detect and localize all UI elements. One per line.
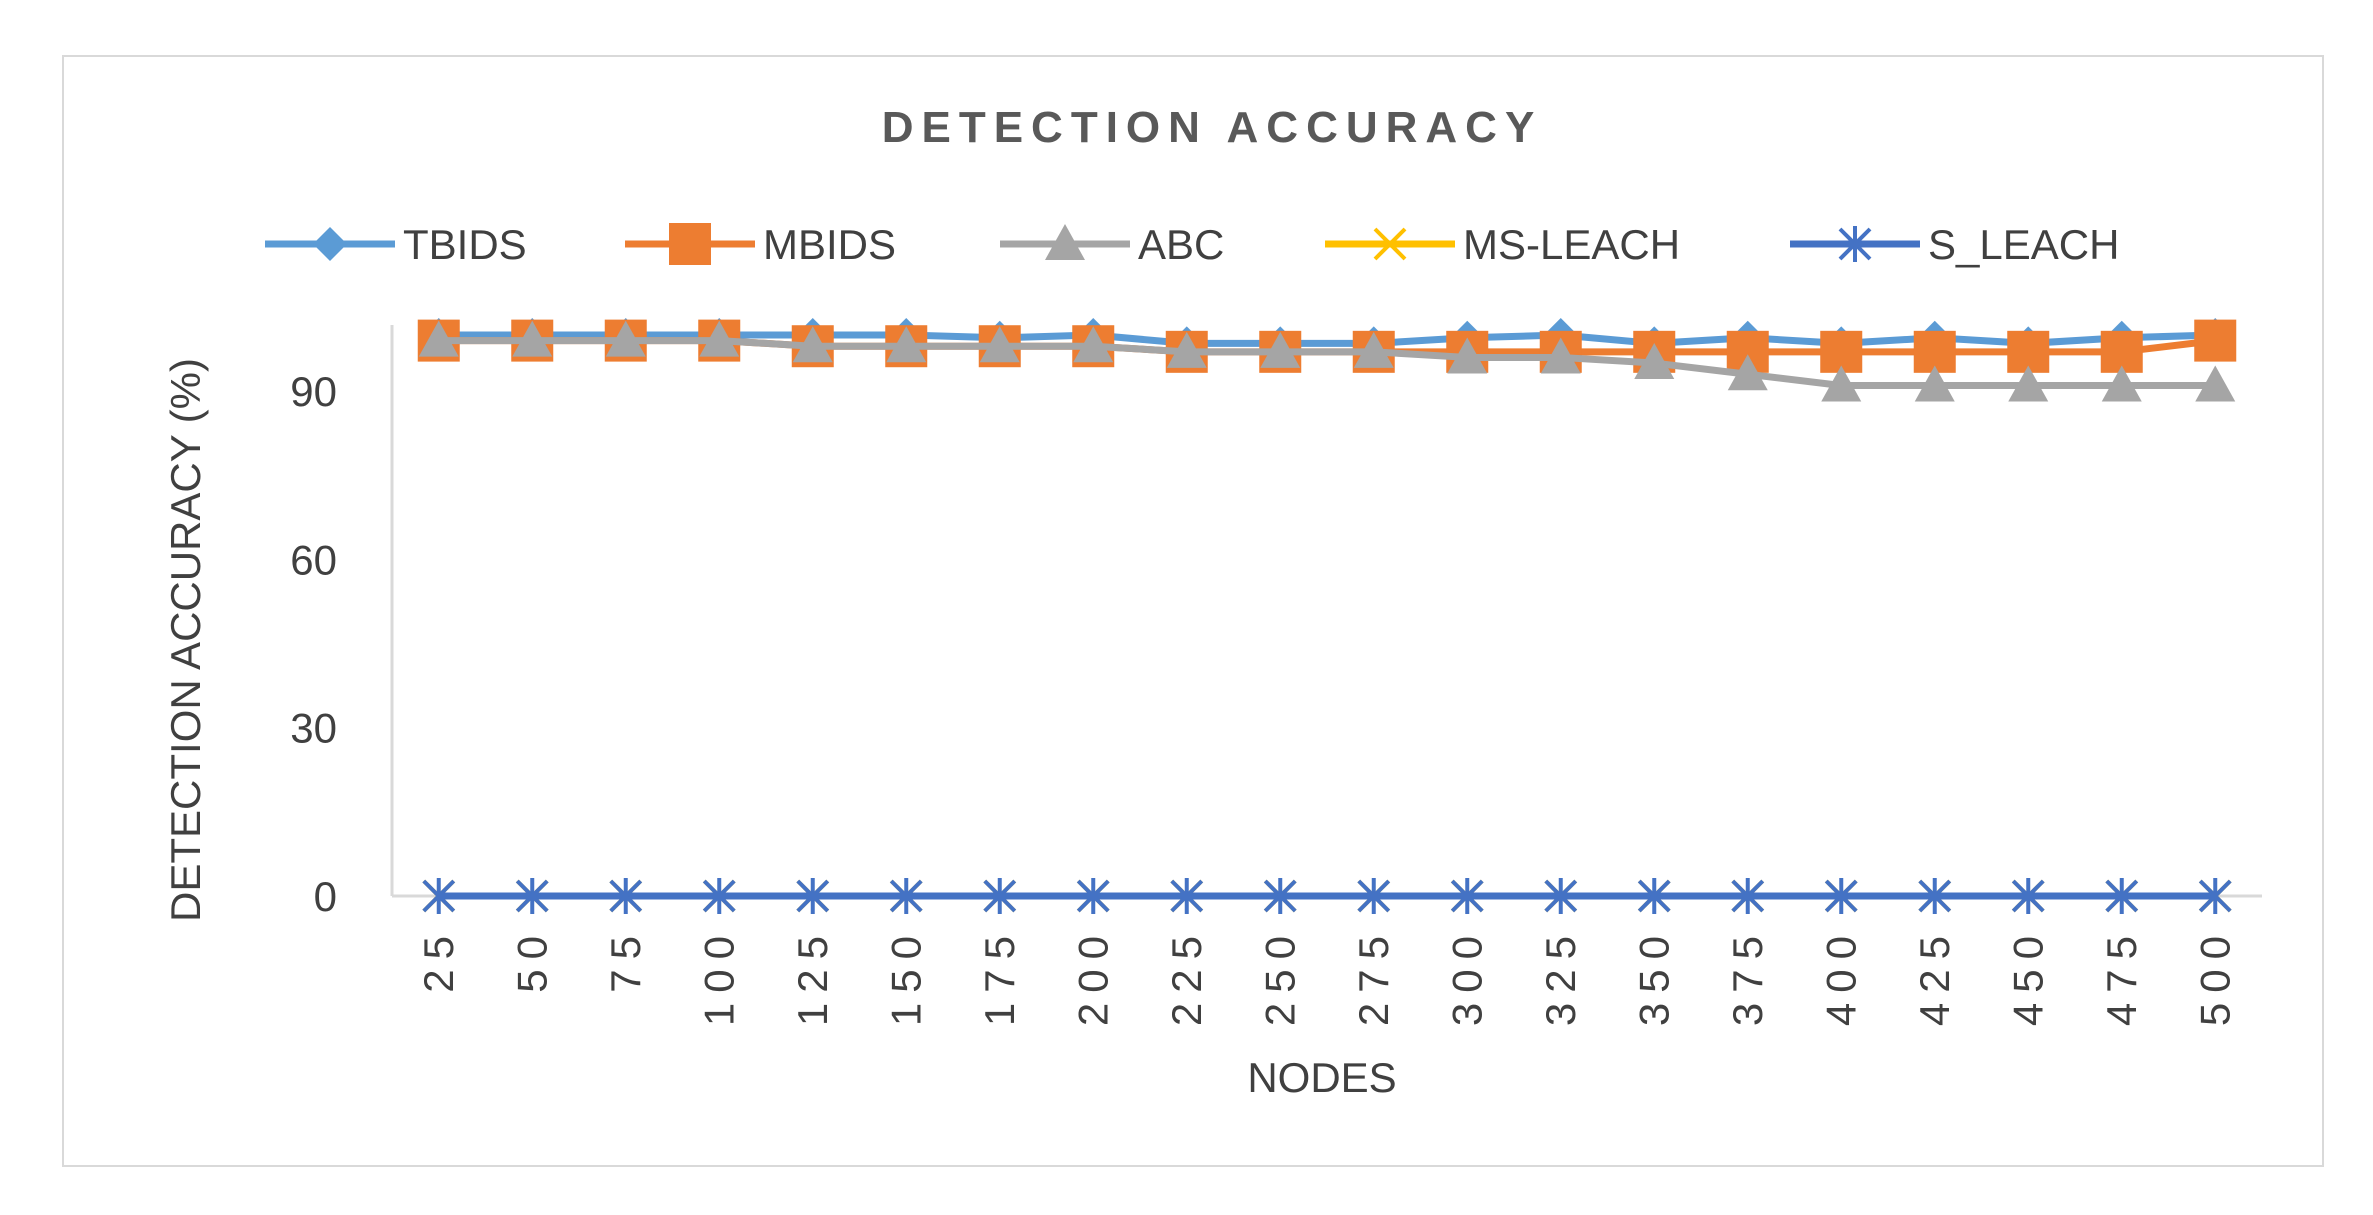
data-point [1353,331,1394,368]
x-tick-label: 425 [1911,926,1958,1026]
x-tick-label: 475 [2098,926,2145,1026]
data-point [702,878,736,914]
data-point [2008,365,2049,402]
series-line [438,337,2216,389]
x-tick-label: 100 [695,926,742,1026]
data-point [1634,343,1675,380]
data-point [1918,878,1952,914]
data-point [1170,878,1204,914]
x-tick-label: 275 [1350,926,1397,1026]
x-tick-label: 125 [789,926,836,1026]
data-point [2105,878,2139,914]
legend-marker [1045,224,1085,260]
data-point [1914,365,1955,402]
legend-item: MBIDS [625,221,896,268]
data-point [1637,878,1671,914]
x-tick-label: 75 [602,926,649,993]
x-tick-label: 450 [2004,926,2051,1026]
x-tick-label: 325 [1537,926,1584,1026]
x-tick-label: 50 [508,926,555,993]
data-point [1357,878,1391,914]
y-tick-label: 0 [314,873,337,920]
y-tick-label: 90 [290,368,337,415]
legend-label: MBIDS [763,221,896,268]
data-point [2195,365,2236,402]
data-point [792,326,833,363]
legend-label: S_LEACH [1928,221,2119,268]
data-point [418,320,459,357]
series-abc [418,320,2236,402]
data-point [1821,365,1862,402]
data-point [1544,878,1578,914]
data-point [983,878,1017,914]
legend-label: TBIDS [403,221,527,268]
legend-item: S_LEACH [1790,221,2119,268]
data-point [422,878,456,914]
x-axis-title: NODES [1247,1054,1396,1101]
data-point [1260,331,1301,368]
chart-title: DETECTION ACCURACY [882,103,1543,152]
data-point [2011,878,2045,914]
data-point [605,320,646,357]
legend-marker [1838,226,1872,262]
data-point [1824,878,1858,914]
data-point [1166,331,1207,368]
data-point [2194,319,2237,362]
x-tick-label: 300 [1443,926,1490,1026]
legend-marker [313,227,347,261]
data-point [1073,326,1114,363]
x-tick-label: 250 [1256,926,1303,1026]
data-point [1540,337,1581,374]
legend-item: MS-LEACH [1325,221,1680,268]
legend-item: TBIDS [265,221,527,268]
x-tick-label: 150 [882,926,929,1026]
data-point [886,326,927,363]
x-tick-label: 375 [1724,926,1771,1026]
x-tick-label: 225 [1163,926,1210,1026]
y-tick-label: 30 [290,705,337,752]
y-axis-title: DETECTION ACCURACY (%) [162,358,209,922]
data-point [2198,878,2232,914]
legend-label: MS-LEACH [1463,221,1680,268]
x-tick-label: 400 [1817,926,1864,1026]
data-point [796,878,830,914]
x-tick-label: 175 [976,926,1023,1026]
chart-area [62,55,2324,1167]
y-tick-label: 60 [290,536,337,583]
legend: TBIDS MBIDS ABC MS-LEACH S_LEACH [265,221,2119,268]
legend-label: ABC [1138,221,1224,268]
legend-marker [1373,227,1407,261]
data-point [1731,878,1765,914]
data-point [2101,365,2142,402]
legend-marker [669,223,711,265]
series-s-leach [422,878,2232,914]
data-point [1727,354,1768,391]
x-tick-label: 25 [415,926,462,993]
data-point [1076,878,1110,914]
x-tick-label: 200 [1069,926,1116,1026]
x-tick-label: 500 [2191,926,2238,1026]
legend-item: ABC [1000,221,1224,268]
data-point [979,326,1020,363]
data-point [1450,878,1484,914]
series-layer [417,318,2237,914]
data-point [512,320,553,357]
x-tick-label: 350 [1630,926,1677,1026]
data-point [1447,337,1488,374]
axes: 0 30 60 90 25 50 75 100 125 150 175 200 225 250 275 300… [290,325,2262,1026]
data-point [515,878,549,914]
data-point [1263,878,1297,914]
data-point [699,320,740,357]
data-point [609,878,643,914]
data-point [889,878,923,914]
